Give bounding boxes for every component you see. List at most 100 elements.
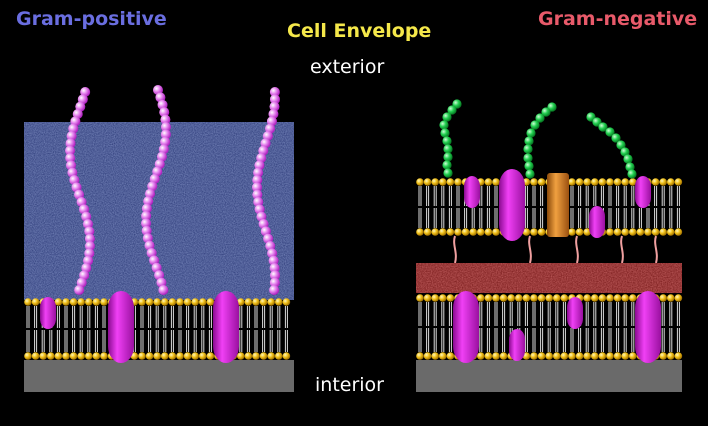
teichoic-bead [143,196,154,207]
lipid-head [613,294,622,302]
lipid-head [85,298,93,306]
lps-bead [541,107,551,117]
lps-chains [439,99,637,179]
membrane-protein [464,176,480,208]
lipid-head [100,352,108,360]
lipid-head [24,298,32,306]
lipid-head [161,298,169,306]
lipid-head [244,352,253,360]
lipid-head [191,352,199,360]
lipid-head [492,178,500,186]
lipid-head [423,352,432,360]
lipid-head [477,352,485,360]
lipid-head [176,298,184,306]
lipid-head [606,228,614,236]
lipid-head [138,298,146,306]
lipid-head [54,352,63,360]
lipid-head [522,228,531,236]
lipid-head [659,294,667,302]
teichoic-bead [269,94,280,105]
lipid-head [85,352,93,360]
lipid-head [484,228,493,236]
lipid-head [560,294,569,302]
lipid-head [629,228,637,236]
lipid-head [606,178,614,186]
lipid-head [161,352,169,360]
lipid-head [77,352,85,360]
teichoic-bead [269,285,280,295]
lipoprotein [453,235,457,264]
lipid-head [461,228,470,236]
teichoic-bead [84,226,95,237]
lipid-head [659,228,667,236]
lipid-head [651,178,660,186]
lipid-head [54,298,63,306]
lipid-head [259,352,268,360]
lipid-head [477,294,485,302]
lipid-head [598,352,607,360]
lipid-head [69,298,78,306]
lps-bead [524,161,534,171]
lps-bead [535,113,545,123]
lipid-head [454,178,462,186]
lipid-head [537,352,546,360]
lipid-head [31,352,40,360]
teichoic-bead [269,101,280,112]
lps-bead [525,169,535,179]
cytoplasm-left [24,360,294,392]
teichoic-bead [269,263,280,273]
lps-bead [523,144,533,154]
teichoic-bead [74,285,85,295]
lipid-head [153,352,161,360]
membrane-protein [213,291,239,363]
lipid-head [522,294,531,302]
lipid-head [267,352,276,360]
lipid-head [477,228,485,236]
lipid-head [252,352,260,360]
teichoic-bead [269,87,280,97]
lipid-head [176,352,184,360]
lipoprotein [575,235,579,264]
lipid-head [416,228,424,236]
teichoic-bead [253,167,264,178]
lipid-head [138,352,146,360]
gram-negative-envelope [416,99,683,392]
cell-envelope-title: Cell Envelope [287,20,432,42]
lipid-head [416,178,424,186]
lipid-head [591,294,599,302]
teichoic-acid-chains [65,85,280,295]
lipid-head [667,352,675,360]
lipid-head [252,298,260,306]
interior-label: interior [315,374,384,396]
gp-membrane-proteins [40,291,239,363]
teichoic-bead [159,107,170,118]
lipid-head [423,294,432,302]
lipid-head [446,178,455,186]
lipid-head [674,294,683,302]
lps-bead [524,136,534,146]
teichoic-bead [141,218,152,229]
lps-bead [530,120,540,130]
lipid-head [537,294,546,302]
lipoprotein-links [453,235,658,264]
lipid-head [636,228,645,236]
membrane-protein [635,176,651,208]
lipid-head [667,228,675,236]
teichoic-bead [84,233,95,244]
lipid-head [659,178,667,186]
lipid-head [416,352,424,360]
lps-bead [598,122,608,132]
lipid-head [667,294,675,302]
lipid-head [69,352,78,360]
gram-positive-envelope [24,85,294,392]
lipid-head [499,352,508,360]
lipid-head [545,294,553,302]
lipid-head [583,178,591,186]
lipid-head [674,228,683,236]
teichoic-bead [268,255,279,266]
lipid-head [575,228,584,236]
teichoic-bead [269,277,280,288]
lipid-head [183,298,192,306]
lps-bead [625,162,635,172]
